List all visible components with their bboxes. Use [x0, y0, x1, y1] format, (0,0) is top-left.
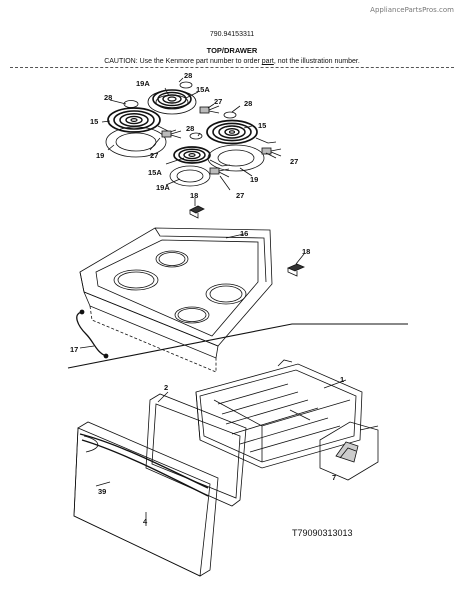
callout-27: 27 — [214, 97, 222, 106]
trim-ring-28-c — [223, 111, 237, 119]
cooktop-16 — [79, 227, 273, 373]
header-divider — [10, 67, 454, 68]
burner-15-right — [206, 119, 277, 172]
section-divider — [67, 323, 408, 369]
callout-19a: 19A — [136, 79, 150, 88]
trim-ring-28-b — [123, 100, 139, 108]
callout-28: 28 — [104, 93, 112, 102]
drawing-number: T79090313013 — [292, 528, 353, 538]
model-number: 790.94153311 — [209, 31, 255, 38]
caution-text: CAUTION: Use the Kenmore part number to … — [104, 58, 262, 65]
receptacle-27-b — [161, 130, 182, 139]
callout-15a: 15A — [148, 168, 162, 177]
clip-18-right — [287, 263, 305, 277]
callout-4: 4 — [143, 517, 148, 526]
wire-harness-17 — [76, 309, 109, 359]
callout-28: 28 — [244, 99, 252, 108]
callout-27: 27 — [236, 191, 244, 200]
callout-28: 28 — [186, 124, 194, 133]
burner-15a-lower — [169, 146, 231, 187]
callout-39: 39 — [98, 487, 106, 496]
receptacle-27-c — [261, 147, 282, 157]
callout-28: 28 — [184, 71, 192, 80]
trim-ring-28-d — [189, 132, 203, 140]
callout-15: 15 — [258, 121, 266, 130]
callout-17: 17 — [70, 345, 78, 354]
callout-15: 15 — [90, 117, 98, 126]
clip-18-upper — [189, 205, 205, 219]
callout-19a: 19A — [156, 183, 170, 192]
page-title: TOP/DRAWER — [206, 46, 258, 55]
drawer-liner-2 — [145, 393, 247, 507]
burner-15-left — [105, 107, 177, 158]
callout-19: 19 — [96, 151, 104, 160]
callout-7: 7 — [332, 473, 336, 482]
callout-18: 18 — [302, 247, 310, 256]
caution-part-word: part — [261, 58, 274, 65]
drawer-glide-7 — [319, 421, 379, 481]
receptacle-27-d — [209, 167, 230, 178]
drawer-body-1 — [195, 359, 363, 469]
callout-19: 19 — [250, 175, 258, 184]
callout-27: 27 — [150, 151, 158, 160]
caution-text-end: , not the illustration number. — [273, 58, 360, 65]
callout-16: 16 — [240, 229, 248, 238]
callout-27: 27 — [290, 157, 298, 166]
drawer-front-4 — [73, 421, 219, 577]
callout-1: 1 — [340, 375, 344, 384]
receptacle-27-a — [199, 105, 220, 114]
callout-15a: 15A — [196, 85, 210, 94]
callout-18: 18 — [190, 191, 198, 200]
drip-pan-19a-top — [147, 89, 197, 115]
watermark: AppliancePartsPros.com — [370, 6, 454, 14]
caution-note: CAUTION: Use the Kenmore part number to … — [0, 58, 464, 65]
callout-2: 2 — [164, 383, 168, 392]
trim-ring-28-a — [179, 81, 193, 89]
